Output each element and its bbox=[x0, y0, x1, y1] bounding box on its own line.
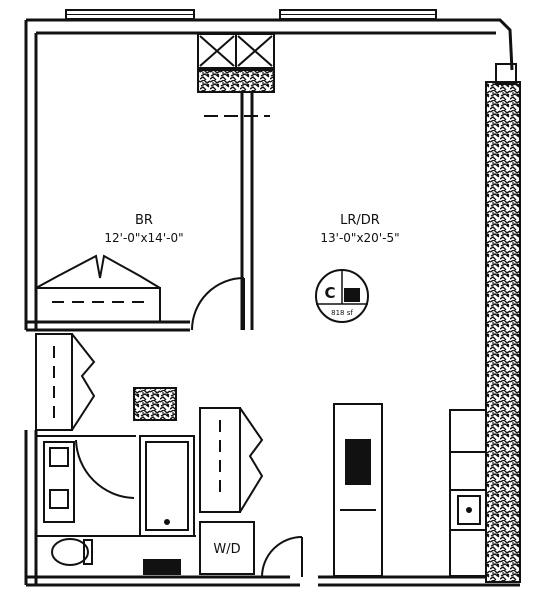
column bbox=[495, 63, 517, 85]
top-windows bbox=[65, 9, 437, 20]
hvac-unit bbox=[197, 33, 275, 117]
unit-letter: C bbox=[324, 284, 335, 302]
living-dining-name: LR/DR bbox=[340, 213, 380, 228]
bedroom-dimensions: 12'-0"x14'-0" bbox=[104, 231, 183, 245]
kitchen-counter bbox=[449, 409, 487, 577]
bathroom bbox=[36, 435, 196, 575]
vent-block bbox=[133, 387, 177, 421]
entry-door bbox=[261, 536, 303, 578]
masonry-wall bbox=[485, 81, 521, 583]
living-dining-dimensions: 13'-0"x20'-5" bbox=[320, 231, 399, 245]
interior-walls bbox=[26, 92, 254, 332]
washer-dryer: W/D bbox=[199, 521, 255, 575]
bedroom-closet bbox=[35, 254, 161, 323]
bedroom-door bbox=[191, 277, 245, 331]
kitchen-island bbox=[333, 403, 383, 577]
washer-dryer-label: W/D bbox=[213, 542, 240, 557]
unit-badge: C 818 sf bbox=[315, 269, 369, 323]
hall-closet bbox=[35, 333, 96, 431]
bedroom-name: BR bbox=[135, 213, 153, 228]
unit-area: 818 sf bbox=[331, 309, 353, 317]
linen-closet bbox=[199, 407, 264, 513]
